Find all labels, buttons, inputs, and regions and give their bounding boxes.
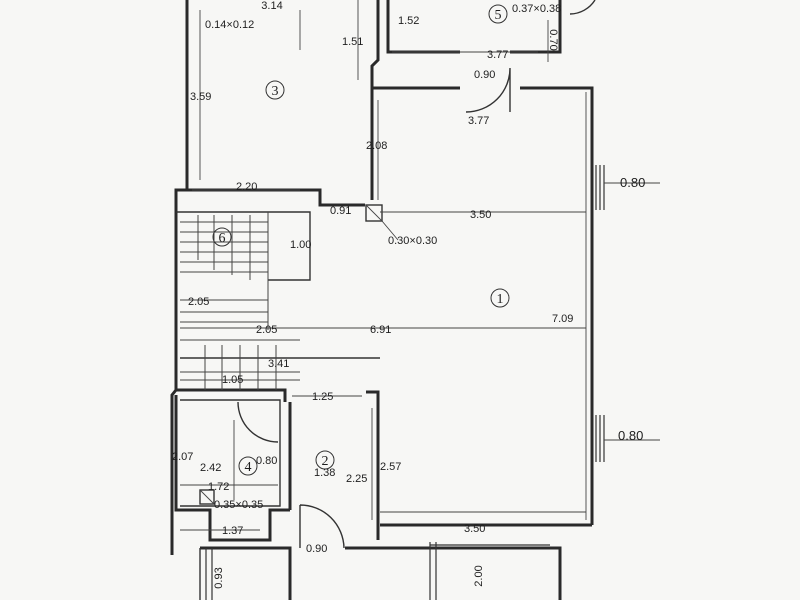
dim-0.91: 0.91 (330, 205, 351, 217)
dim-0.14x0.12: 0.14×0.12 (205, 19, 254, 31)
dim-2.25: 2.25 (346, 473, 367, 485)
room-label-6: 6 (212, 227, 232, 247)
dim-0.80-wc: 0.80 (256, 455, 277, 467)
room-label-1: 1 (490, 288, 510, 308)
wall-bottom-mid (345, 546, 562, 600)
door-room1-top-arc (465, 67, 511, 113)
corridor-wall-lower (176, 388, 287, 402)
dim-3.50-bottom: 3.50 (464, 523, 485, 535)
dim-0.70: 0.70 (547, 29, 559, 50)
wall-bottom (200, 546, 292, 600)
window-right-lower (595, 415, 660, 462)
room-label-5: 5 (488, 4, 508, 24)
wall-room1-top-right (520, 86, 594, 525)
walls (170, 0, 594, 600)
svg-text:2: 2 (322, 454, 329, 469)
room-label-4: 4 (238, 456, 258, 476)
dim-0.93: 0.93 (213, 567, 225, 588)
dim-0.90-top: 0.90 (474, 69, 495, 81)
duct-035x035 (199, 489, 215, 505)
window-right-upper (595, 165, 660, 210)
dim-2.05-b: 2.05 (256, 324, 277, 336)
svg-text:4: 4 (245, 460, 252, 475)
outer-wall-left (170, 0, 189, 555)
wall-room3-bottom (187, 188, 365, 207)
dimension-labels: 3.14 0.14×0.12 1.52 0.37×0.38 1.51 3.77 … (172, 0, 645, 589)
dim-1.38: 1.38 (314, 467, 335, 479)
dim-3.59: 3.59 (190, 91, 211, 103)
stair-walls (176, 211, 311, 281)
dim-3.77-b: 3.77 (468, 115, 489, 127)
dim-0.35x0.35: 0.35×0.35 (214, 499, 263, 511)
room-label-3: 3 (265, 80, 285, 100)
dim-1.72: 1.72 (208, 481, 229, 493)
dim-0.80-right: 0.80 (620, 175, 645, 190)
dim-2.42: 2.42 (200, 462, 221, 474)
window-bottom (429, 542, 550, 600)
wall-room2-right (366, 390, 380, 540)
dim-1.25: 1.25 (312, 391, 333, 403)
dim-1.52: 1.52 (398, 15, 419, 27)
room-label-2: 2 (315, 450, 335, 470)
wall-room4 (174, 395, 290, 542)
dim-1.00: 1.00 (290, 239, 311, 251)
dim-3.14: 3.14 (261, 0, 282, 12)
dim-3.77: 3.77 (487, 49, 508, 61)
dim-2.00: 2.00 (473, 565, 485, 586)
doors (237, 0, 596, 549)
dim-0.30x0.30: 0.30×0.30 (388, 235, 437, 247)
wall-room4-inner (180, 399, 281, 507)
window-bottom-left (205, 548, 213, 600)
dim-1.05: 1.05 (222, 374, 243, 386)
ducts (199, 204, 399, 505)
dim-1.51: 1.51 (342, 36, 363, 48)
dim-6.91: 6.91 (370, 324, 391, 336)
door-top-right-arc (569, 0, 596, 15)
dim-0.37x0.38: 0.37×0.38 (512, 3, 561, 15)
dim-3.41: 3.41 (268, 358, 289, 370)
dim-2.08: 2.08 (366, 140, 387, 152)
duct-030x030 (365, 204, 383, 222)
svg-text:6: 6 (219, 231, 226, 246)
windows (205, 165, 660, 600)
dim-2.07: 2.07 (172, 451, 193, 463)
svg-text:5: 5 (495, 8, 502, 23)
dim-0.90-bottom: 0.90 (306, 543, 327, 555)
stairs (180, 212, 300, 390)
dimension-lines (180, 0, 587, 531)
door-room4-arc (237, 401, 279, 443)
dim-1.37: 1.37 (222, 525, 243, 537)
svg-text:3: 3 (272, 84, 279, 99)
wall-room3-right (370, 0, 380, 200)
svg-text:1: 1 (497, 292, 504, 307)
dim-2.20: 2.20 (236, 181, 257, 193)
dim-2.05-a: 2.05 (188, 296, 209, 308)
dim-2.57: 2.57 (380, 461, 401, 473)
dim-0.80-right-lower: 0.80 (618, 428, 643, 443)
dim-7.09: 7.09 (552, 313, 573, 325)
door-bottom-arc (299, 504, 345, 549)
dim-3.50-mid: 3.50 (470, 209, 491, 221)
